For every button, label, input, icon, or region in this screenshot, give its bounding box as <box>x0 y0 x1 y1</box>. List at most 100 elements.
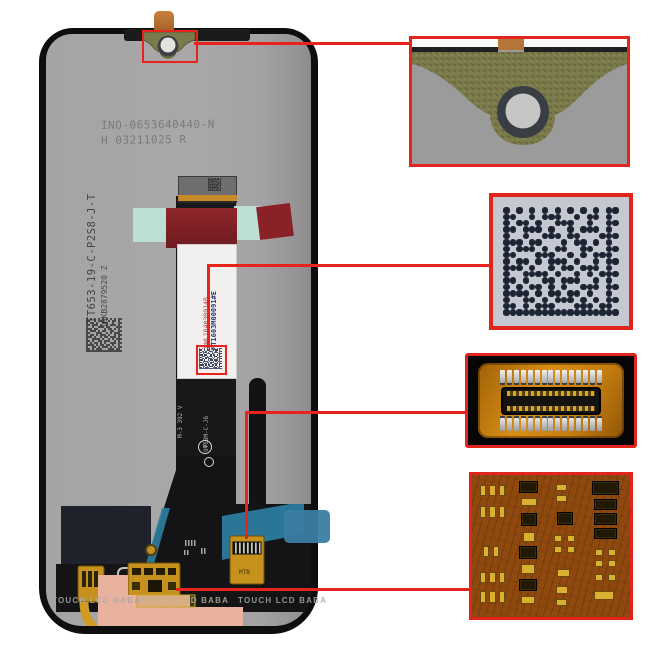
qr-cell <box>599 251 606 259</box>
qr-cell <box>206 348 208 350</box>
qr-cell <box>216 184 218 186</box>
qr-cell <box>220 179 221 181</box>
side-datamatrix <box>86 318 122 352</box>
qr-cell <box>209 187 211 189</box>
qr-cell <box>106 346 108 348</box>
qr-cell <box>114 318 116 320</box>
qr-cell <box>106 324 108 326</box>
qr-cell <box>535 290 542 297</box>
qr-cell <box>104 334 106 336</box>
qr-cell <box>208 181 209 183</box>
qr-cell <box>220 183 221 185</box>
qr-cell <box>592 258 600 265</box>
qr-cell <box>205 364 207 366</box>
qr-cell <box>561 296 568 304</box>
qr-cell <box>509 309 517 316</box>
qr-cell <box>207 358 209 360</box>
qr-cell <box>217 184 219 186</box>
qr-cell <box>94 350 96 352</box>
qr-cell <box>118 346 120 348</box>
qr-cell <box>516 239 523 246</box>
qr-cell <box>90 336 92 338</box>
qr-cell <box>217 353 219 355</box>
qr-cell <box>219 183 221 185</box>
qr-cell <box>509 213 517 220</box>
qr-cell <box>605 309 613 316</box>
qr-cell <box>201 363 203 365</box>
qr-cell <box>220 182 221 184</box>
qr-cell <box>218 181 219 183</box>
qr-cell <box>586 303 593 310</box>
smd-pad <box>566 546 575 554</box>
qr-cell <box>202 368 204 370</box>
qr-cell <box>612 219 619 227</box>
qr-cell <box>98 332 100 334</box>
qr-cell <box>213 180 214 181</box>
qr-cell <box>92 340 94 342</box>
qr-cell <box>202 364 204 366</box>
qr-cell <box>219 351 221 353</box>
qr-cell <box>218 178 219 179</box>
qr-cell <box>211 187 213 189</box>
qr-cell <box>218 189 220 191</box>
panel-serial-print: INO-0653640440-N H 03211025 R <box>101 116 271 148</box>
qr-cell <box>605 207 613 214</box>
smd-pad <box>555 483 567 491</box>
qr-cell <box>605 303 613 310</box>
smd-chip <box>592 480 619 495</box>
qr-cell <box>219 348 221 350</box>
qr-cell <box>202 353 204 355</box>
qr-cell <box>110 350 112 352</box>
qr-cell <box>98 350 100 352</box>
qr-cell <box>216 181 218 183</box>
qr-cell <box>88 328 90 330</box>
qr-cell <box>522 258 530 265</box>
connector-pin <box>513 370 519 385</box>
qr-cell <box>219 366 221 368</box>
qr-cell <box>612 226 618 232</box>
qr-cell <box>509 239 517 246</box>
qr-cell <box>208 188 210 190</box>
qr-cell <box>98 348 100 350</box>
connector-pins-bottom <box>499 416 603 431</box>
qr-cell <box>206 365 208 367</box>
qr-cell <box>219 189 221 191</box>
qr-cell <box>86 342 88 344</box>
qr-cell <box>212 366 214 368</box>
qr-cell <box>541 303 549 310</box>
qr-cell <box>202 355 204 357</box>
camera-hole <box>160 37 176 53</box>
connector-pin <box>590 416 596 431</box>
qr-cell <box>592 213 600 220</box>
smd-pad <box>489 484 496 497</box>
qr-cell <box>529 213 536 220</box>
qr-cell <box>120 330 122 332</box>
qr-cell <box>535 239 542 246</box>
qr-cell <box>208 180 209 182</box>
qr-cell <box>210 350 212 352</box>
qr-cell <box>586 290 593 297</box>
gold-connector-left <box>77 565 105 626</box>
qr-cell <box>210 188 212 189</box>
qr-cell <box>215 185 216 187</box>
qr-cell <box>219 182 221 184</box>
qr-cell <box>529 207 536 214</box>
qr-cell <box>94 328 96 330</box>
qr-cell <box>96 334 98 336</box>
qr-cell <box>211 181 213 183</box>
qr-cell <box>86 328 88 330</box>
qr-cell <box>592 296 600 304</box>
qr-cell <box>516 283 523 291</box>
qr-cell <box>92 326 94 328</box>
qr-cell <box>220 360 222 362</box>
qr-cell <box>210 189 211 191</box>
qr-cell <box>216 182 218 184</box>
qr-cell <box>216 365 218 367</box>
qr-cell <box>211 180 213 181</box>
smd-pad <box>520 497 537 507</box>
qr-cell <box>220 188 221 189</box>
qr-cell <box>112 348 114 350</box>
qr-cell <box>213 186 214 188</box>
qr-cell <box>211 368 213 370</box>
serial-line-2: H 03211025 R <box>101 132 187 147</box>
